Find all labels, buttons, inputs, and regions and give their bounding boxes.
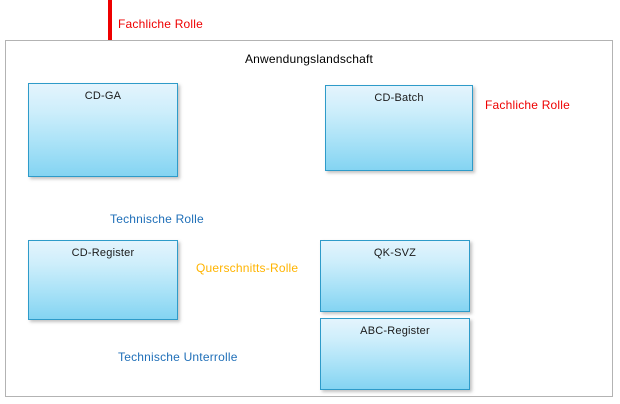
node-cd-batch-label: CD-Batch (374, 92, 424, 104)
edge-label-fachliche-rolle-right: Fachliche Rolle (485, 98, 571, 112)
node-abc-register[interactable]: ABC-Register (320, 318, 470, 390)
node-cd-batch[interactable]: CD-Batch (325, 85, 473, 171)
node-qk-svz[interactable]: QK-SVZ (320, 240, 470, 312)
node-abc-register-label: ABC-Register (360, 325, 430, 337)
node-cd-register-label: CD-Register (71, 247, 135, 259)
node-cd-register[interactable]: CD-Register (28, 240, 178, 320)
node-qk-svz-label: QK-SVZ (373, 247, 417, 259)
edge-label-technische-rolle: Technische Rolle (110, 212, 204, 226)
boundary-title: Anwendungslandschaft (244, 52, 374, 66)
edge-label-technische-unterrolle: Technische Unterrolle (118, 350, 238, 364)
node-cd-ga[interactable]: CD-GA (28, 83, 178, 177)
edge-label-fachliche-rolle-top: Fachliche Rolle (118, 17, 204, 31)
node-cd-ga-label: CD-GA (84, 90, 122, 102)
edge-label-querschnitts-rolle: Querschnitts-Rolle (196, 261, 299, 275)
